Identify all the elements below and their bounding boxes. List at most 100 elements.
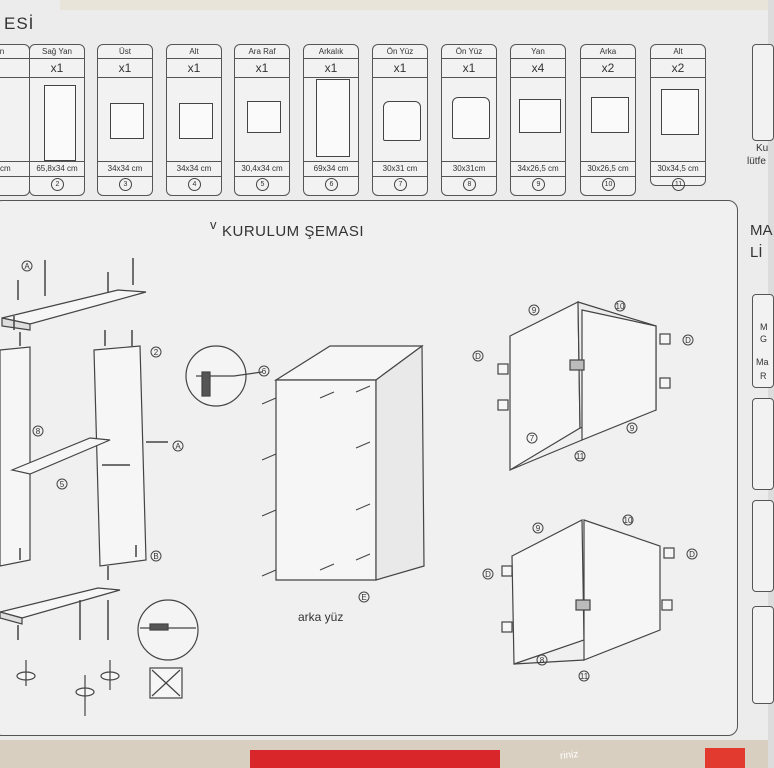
callout-8-b: 8 bbox=[540, 656, 545, 665]
part-quantity: x1 bbox=[167, 59, 221, 78]
part-name: Arka bbox=[581, 46, 635, 59]
callout-d-d: D bbox=[689, 550, 695, 559]
part-shape bbox=[316, 79, 350, 157]
callout-d-a: D bbox=[475, 352, 481, 361]
part-number: 11 bbox=[672, 178, 685, 191]
right-part-card bbox=[752, 44, 774, 141]
part-name: Arkalık bbox=[304, 46, 358, 59]
callout-5: 5 bbox=[60, 480, 65, 489]
right-table-text-4: R bbox=[760, 371, 767, 381]
part-dimensions: 30,4x34 cm bbox=[235, 161, 289, 177]
part-name: Ön Yüz bbox=[373, 46, 427, 59]
part-number: 4 bbox=[188, 178, 201, 191]
part-dimensions: 34x26,5 cm bbox=[511, 161, 565, 177]
check-mark: v bbox=[210, 217, 217, 232]
part-number: 8 bbox=[463, 178, 476, 191]
part-name: Yan bbox=[511, 46, 565, 59]
part-quantity: x1 bbox=[235, 59, 289, 78]
right-text-2: lütfe bbox=[747, 156, 766, 167]
diagram-title-text: KURULUM ŞEMASI bbox=[222, 223, 365, 240]
callout-a-top: A bbox=[24, 262, 30, 271]
bottom-text: riniz bbox=[559, 749, 579, 762]
right-heading-1: MA bbox=[750, 222, 773, 239]
callout-11-b: 11 bbox=[580, 672, 589, 681]
part-dimensions: 30x31cm bbox=[442, 161, 496, 177]
right-text-1: Ku bbox=[756, 143, 769, 154]
part-shape bbox=[247, 101, 281, 133]
part-quantity: x2 bbox=[651, 59, 705, 78]
callout-2: 2 bbox=[154, 348, 159, 357]
right-table-text-1: M bbox=[760, 322, 768, 332]
part-dimensions: 65,8x34 cm bbox=[30, 161, 84, 177]
part-quantity: x2 bbox=[581, 59, 635, 78]
right-box-2 bbox=[752, 398, 774, 490]
callout-9-a: 9 bbox=[532, 306, 537, 315]
callout-d-b: D bbox=[685, 336, 691, 345]
callout-11-a: 11 bbox=[576, 452, 585, 461]
callout-a-right: A bbox=[175, 442, 181, 451]
part-number: 5 bbox=[256, 178, 269, 191]
part-number: 7 bbox=[394, 178, 407, 191]
bottom-panel bbox=[0, 587, 121, 619]
part-dimensions: 4 cm bbox=[0, 161, 29, 177]
box-bottom-front bbox=[511, 519, 585, 665]
part-dimensions: 30x31 cm bbox=[373, 161, 427, 177]
top-panel bbox=[1, 289, 147, 325]
part-dimensions: 34x34 cm bbox=[98, 161, 152, 177]
right-side-panel bbox=[93, 345, 147, 567]
callout-10-a: 10 bbox=[616, 302, 625, 311]
part-number: 10 bbox=[602, 178, 615, 191]
part-quantity: x1 bbox=[30, 59, 84, 78]
callout-b: B bbox=[153, 552, 158, 561]
right-box-3 bbox=[752, 500, 774, 592]
right-table-text-3: Ma bbox=[756, 357, 769, 367]
callout-10-b: 10 bbox=[624, 516, 633, 525]
callout-8: 8 bbox=[36, 427, 41, 436]
part-shape bbox=[44, 85, 76, 161]
bottom-logo bbox=[705, 748, 745, 768]
part-quantity: x1 bbox=[98, 59, 152, 78]
part-name: Üst bbox=[98, 46, 152, 59]
callout-9-c: 9 bbox=[536, 524, 541, 533]
right-table-text-2: G bbox=[760, 334, 768, 344]
part-number: 3 bbox=[119, 178, 132, 191]
back-side-caption: arka yüz bbox=[298, 610, 344, 624]
section-title: ESİ bbox=[4, 14, 35, 33]
part-quantity: x1 bbox=[442, 59, 496, 78]
part-number: 2 bbox=[51, 178, 64, 191]
shelf-panel bbox=[10, 437, 111, 475]
cabinet-back bbox=[275, 379, 377, 581]
callout-e: E bbox=[361, 593, 366, 602]
right-heading-2: Lİ bbox=[750, 244, 763, 261]
part-dimensions: 34x34 cm bbox=[167, 161, 221, 177]
part-name: Alt bbox=[651, 46, 705, 59]
diagram-title: v KURULUM ŞEMASI bbox=[210, 217, 365, 240]
callout-7: 7 bbox=[530, 434, 535, 443]
part-name: Ön Yüz bbox=[442, 46, 496, 59]
part-name: n bbox=[0, 46, 29, 59]
part-shape bbox=[110, 103, 144, 139]
part-shape bbox=[452, 97, 490, 139]
part-number: 9 bbox=[532, 178, 545, 191]
part-name: Ara Raf bbox=[235, 46, 289, 59]
bottom-red-label bbox=[250, 750, 500, 768]
part-shape bbox=[383, 101, 421, 141]
part-dimensions: 30x34,5 cm bbox=[651, 161, 705, 177]
part-shape bbox=[591, 97, 629, 133]
part-shape bbox=[519, 99, 561, 133]
part-dimensions: 30x26,5 cm bbox=[581, 161, 635, 177]
callout-9-b: 9 bbox=[630, 424, 635, 433]
right-box-4 bbox=[752, 606, 774, 704]
part-name: Sağ Yan bbox=[30, 46, 84, 59]
part-quantity: x1 bbox=[373, 59, 427, 78]
